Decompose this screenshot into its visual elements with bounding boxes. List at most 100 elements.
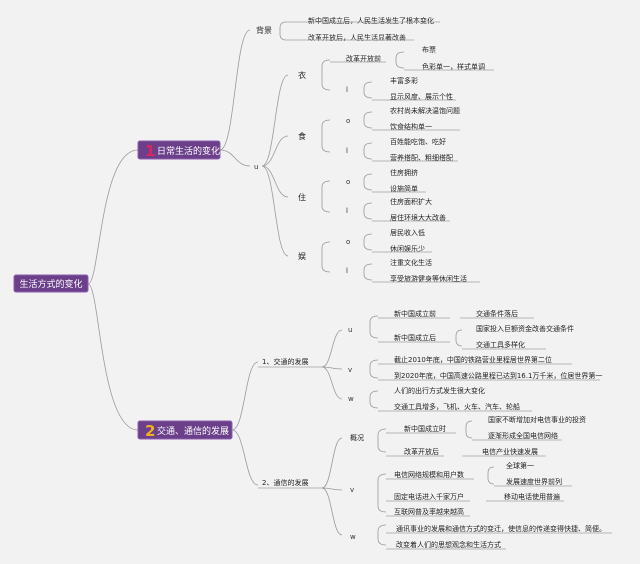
food-items2-bracket [363, 142, 373, 160]
transport-after-bracket [455, 329, 463, 347]
main-connectors [87, 149, 139, 431]
transport-to-u-line [321, 329, 343, 368]
overview-bracket [377, 428, 387, 453]
food-item-2: 饮食结构单一 [390, 122, 432, 131]
clothing-label: 衣 [298, 70, 306, 80]
communication-to-overview-line [321, 437, 343, 489]
food-bracket [321, 119, 331, 153]
branch1-label: 日常生活的变化 [157, 145, 220, 157]
leisure-items1-bracket [363, 233, 373, 251]
transport-w-bracket [369, 390, 379, 409]
comm-founding-label: 新中国成立时 [404, 424, 446, 433]
transport-change-2: 交通工具增多，飞机、火车、汽车、轮船 [394, 402, 520, 411]
food-marker-2: l [346, 147, 348, 155]
comm-impact-2: 改变着人们的思想观念和生活方式 [396, 540, 501, 549]
transport-to-w-line [321, 366, 343, 400]
food-label: 食 [298, 131, 306, 141]
clothing-before-label: 改革开放前 [346, 54, 381, 63]
background-label: 背景 [256, 25, 272, 35]
comm-w-bracket [377, 524, 387, 546]
transport-u-marker: u [348, 326, 352, 334]
comm-phone-label: 固定电话进入千家万户 [394, 492, 464, 501]
branch2-label: 交通、通信的发展 [157, 425, 229, 437]
transport-after-label: 新中国成立后 [394, 333, 436, 342]
root-to-branch1-line [87, 149, 139, 285]
comm-founding-bracket [465, 420, 473, 439]
comm-founding-item-1: 国家不断增加对电信事业的投资 [488, 415, 586, 424]
branch2-node[interactable]: 2 交通、通信的发展 [137, 420, 233, 440]
leisure-bracket [321, 241, 331, 273]
branch2-to-transport-line [231, 361, 259, 431]
background-item-1: 新中国成立后，人民生活发生了根本变化 [308, 16, 434, 25]
transport-w-marker: w [348, 395, 354, 403]
leisure-item-3: 注重文化生活 [390, 258, 432, 267]
leisure-item-1: 居民收入低 [390, 228, 425, 237]
leisure-item-2: 休闲娱乐少 [390, 244, 425, 253]
branch1-number: 1 [145, 142, 155, 160]
food-item-3: 百姓能吃饱、吃好 [390, 137, 446, 146]
transport-stat-2: 到2020年底，中国高速公路里程已达到16.1万千米，位居世界第一 [394, 371, 602, 380]
leisure-marker-2: l [346, 267, 348, 275]
branch1-node[interactable]: 1 日常生活的变化 [137, 140, 221, 160]
branch1-to-background-line [219, 29, 251, 151]
housing-bracket [321, 180, 331, 213]
transport-founding-item: 交通条件落后 [476, 309, 518, 318]
overview-label: 概况 [350, 433, 364, 442]
root-node[interactable]: 生活方式的变化 [13, 274, 89, 293]
housing-marker-2: l [346, 207, 348, 215]
comm-network-item-2: 发展速度世界前列 [506, 477, 562, 486]
housing-item-4: 居住环境大大改善 [390, 213, 446, 222]
housing-label: 住 [298, 192, 306, 202]
transport-after-item-1: 国家投入巨额资金改善交通条件 [476, 324, 574, 333]
transport-change-1: 人们的出行方式发生很大变化 [394, 386, 485, 395]
transport-stat-1: 截止2010年底，中国的铁路营业里程居世界第二位 [394, 355, 552, 364]
clothing-after-item-1: 丰富多彩 [390, 76, 418, 85]
communication-to-v-line [321, 487, 343, 491]
comm-v-bracket [377, 473, 387, 513]
branch1-u-marker: u [254, 163, 258, 171]
transport-v-marker: v [348, 366, 352, 374]
leisure-label: 娱 [298, 252, 306, 261]
transport-to-v-line [321, 366, 343, 370]
u-to-leisure-line [261, 165, 289, 257]
branch1-to-u-line [219, 149, 251, 167]
branch2-to-communication-line [231, 429, 259, 486]
comm-reform-item: 电信产业快速发展 [482, 447, 538, 456]
root-label: 生活方式的变化 [19, 278, 82, 290]
transport-u-bracket [369, 315, 379, 339]
comm-v-marker: v [350, 486, 354, 494]
leisure-marker-1: o [346, 238, 350, 246]
clothing-before-item-2: 色彩单一，样式单调 [422, 62, 485, 71]
comm-network-label: 电信网络规模和用户数 [394, 470, 464, 479]
clothing-before-bracket [395, 51, 405, 69]
root-to-branch2-line [87, 283, 139, 431]
food-item-1: 农村尚未解决温饱问题 [390, 106, 460, 115]
branch2-number: 2 [145, 422, 155, 440]
clothing-bracket [321, 59, 331, 91]
clothing-before-item-1: 布票 [422, 45, 436, 54]
housing-items1-bracket [363, 173, 373, 191]
food-marker-1: o [346, 117, 350, 125]
housing-item-1: 住房拥挤 [390, 168, 418, 177]
comm-w-marker: w [350, 533, 356, 541]
housing-marker-1: o [346, 178, 350, 186]
communication-label: 2、通信的发展 [262, 478, 308, 487]
housing-item-3: 住房面积扩大 [390, 197, 432, 206]
transport-founding-label: 新中国成立前 [394, 309, 436, 318]
housing-item-2: 设施简单 [390, 184, 418, 193]
background-bracket [279, 21, 287, 41]
u-to-clothing-line [261, 74, 289, 167]
food-item-4: 营养搭配、粗细搭配 [390, 153, 453, 162]
leisure-items2-bracket [363, 263, 373, 281]
comm-reform-label: 改革开放后 [404, 447, 439, 456]
u-to-housing-line [261, 165, 289, 198]
clothing-after-marker: l [346, 86, 348, 94]
transport-label: 1、交通的发展 [262, 357, 308, 366]
transport-v-bracket [369, 359, 379, 379]
transport-after-item-2: 交通工具多样化 [476, 340, 525, 349]
food-items1-bracket [363, 111, 373, 129]
comm-impact-1: 通讯事业的发展和通信方式的变迁，使信息的传递变得快捷、简便。 [396, 524, 606, 533]
comm-phone-item: 移动电话使用普遍 [504, 492, 560, 501]
housing-items2-bracket [363, 202, 373, 220]
